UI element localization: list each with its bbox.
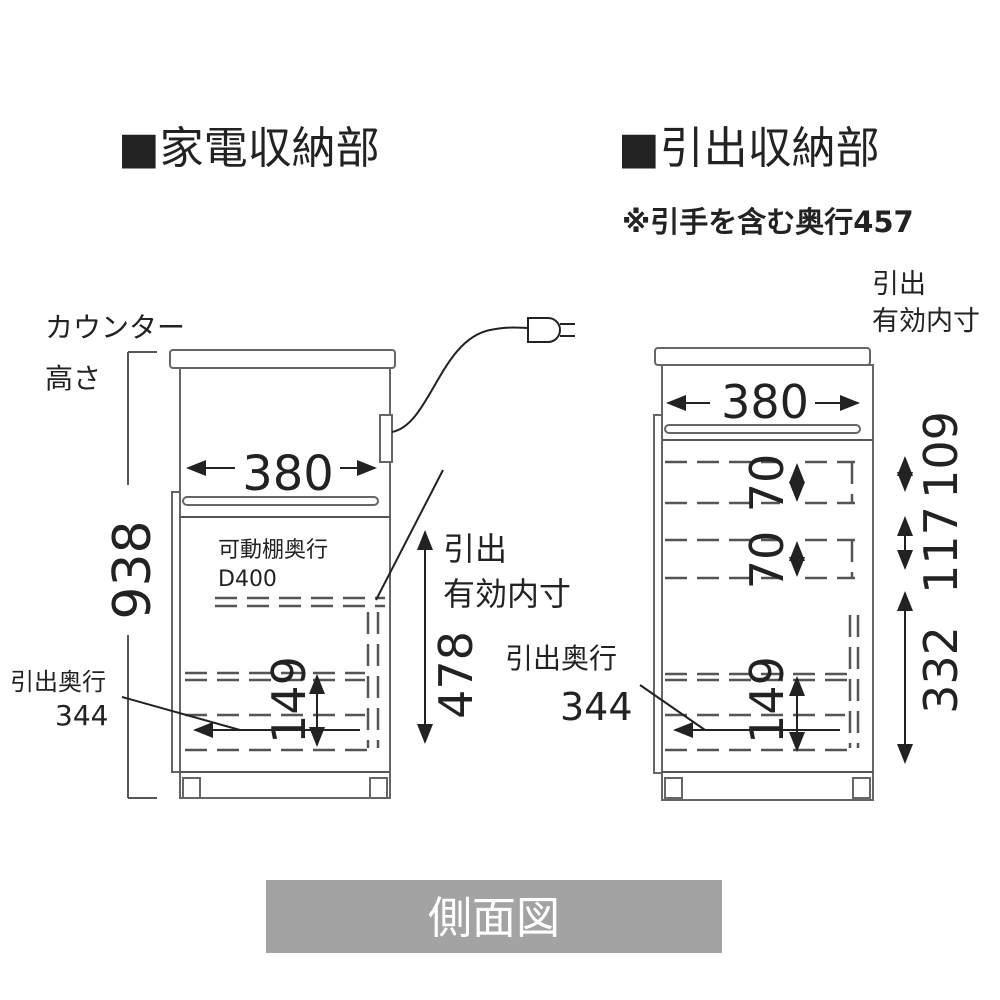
- power-cord: [391, 326, 531, 433]
- side-view-label: 側面図: [266, 880, 722, 953]
- left-width-380: 380: [242, 446, 334, 502]
- right-inner-70-b: 70: [740, 531, 794, 590]
- right-drawer-depth-label: 引出奥行: [505, 642, 617, 675]
- right-outer-332: 332: [914, 626, 968, 714]
- left-inner-149: 149: [262, 656, 316, 744]
- shelf-depth-label: 可動棚奥行: [218, 538, 328, 563]
- right-cabinet: [639, 347, 913, 801]
- right-outer-109: 109: [914, 411, 968, 499]
- plug-icon: [527, 317, 575, 343]
- counter-height-label-1: カウンター: [45, 311, 185, 344]
- left-drawer-depth-label: 引出奥行: [10, 668, 106, 696]
- right-inner-149: 149: [740, 656, 794, 744]
- right-inner-70-a: 70: [740, 454, 794, 513]
- counter-height-label-2: 高さ: [45, 362, 101, 395]
- right-outer-117: 117: [914, 506, 968, 594]
- left-drawer-label-2: 有効内寸: [443, 575, 571, 613]
- side-view-text: 側面図: [428, 893, 560, 944]
- right-drawer-depth: 344: [560, 685, 633, 729]
- heading-appliance-storage: ■家電収納部: [118, 123, 380, 174]
- left-cabinet: [121, 317, 575, 799]
- shelf-depth-value: D400: [218, 567, 277, 592]
- right-width-380: 380: [721, 375, 809, 429]
- outlet: [379, 414, 393, 463]
- left-drawer-label-1: 引出: [443, 530, 507, 568]
- handle-depth-note: ※引手を含む奥行457: [622, 205, 914, 239]
- height-938: 938: [103, 520, 163, 619]
- left-drawer-depth: 344: [55, 699, 108, 732]
- heading-drawer-storage: ■引出収納部: [618, 123, 880, 174]
- drawer-height-478: 478: [429, 631, 483, 719]
- right-drawer-label-1: 引出: [872, 269, 926, 300]
- right-drawer-label-2: 有効内寸: [872, 306, 980, 337]
